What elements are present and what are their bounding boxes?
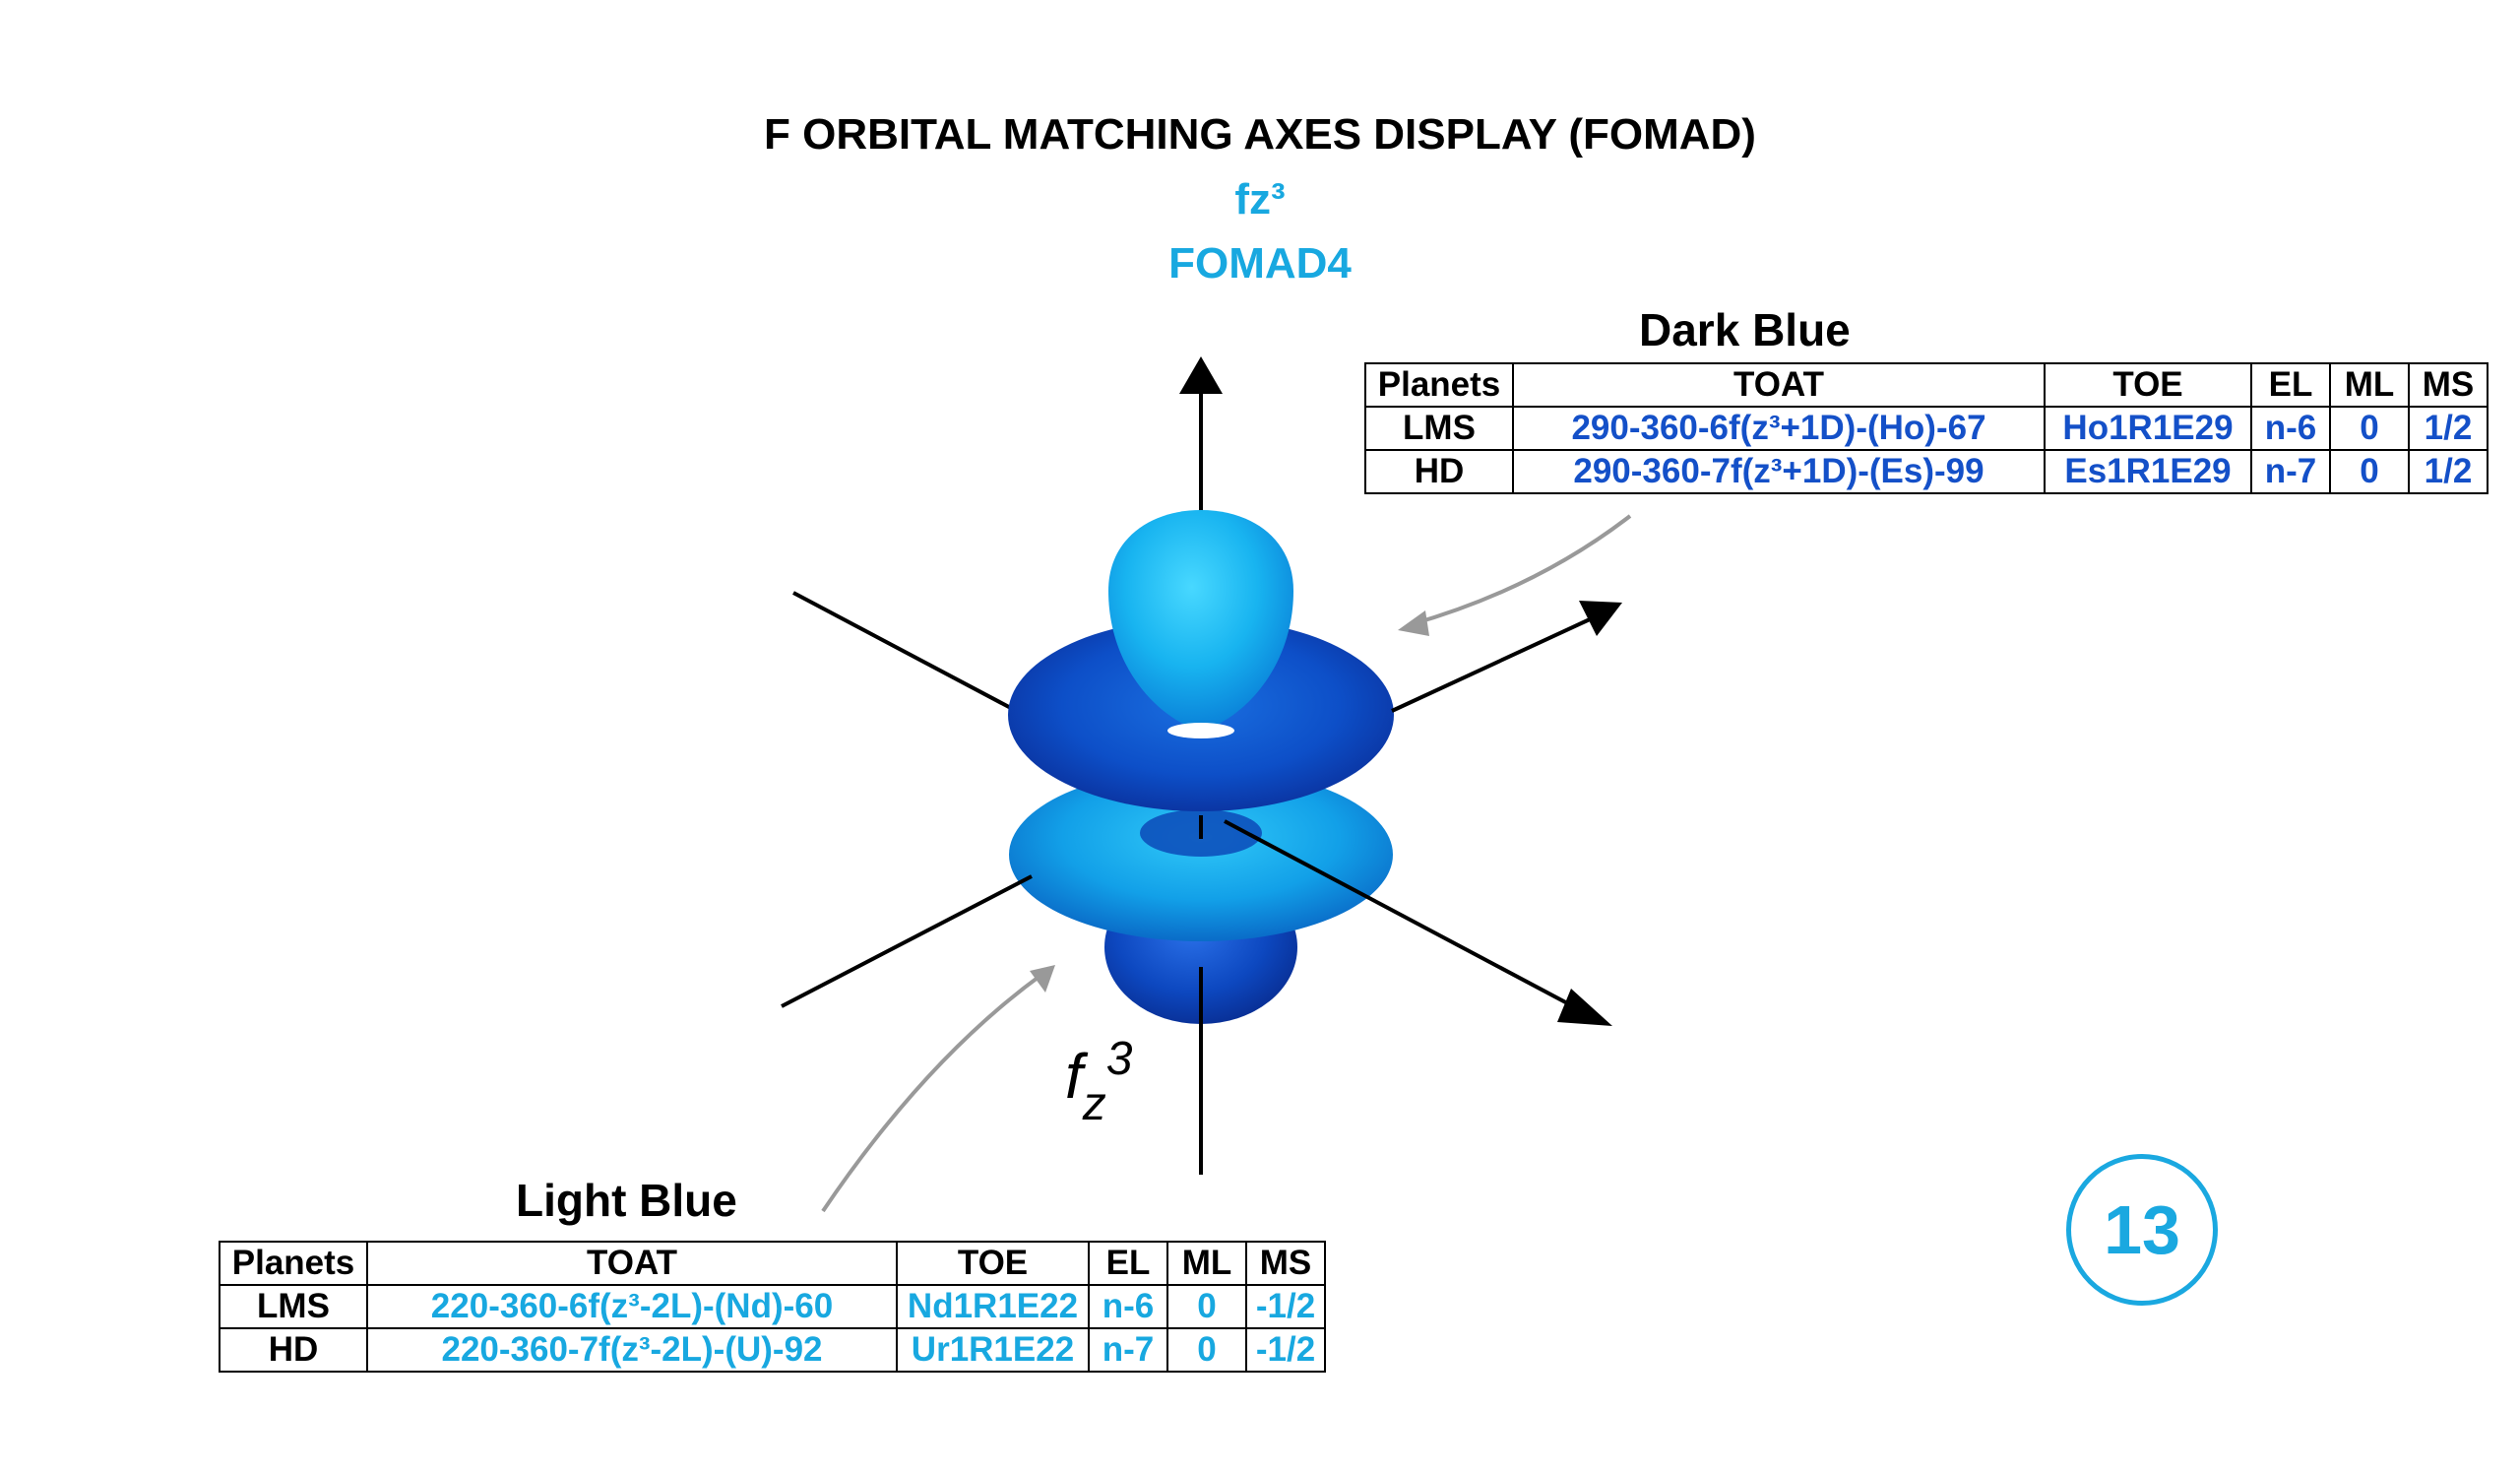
- cell-toe: Nd1R1E22: [896, 1284, 1090, 1329]
- axis-x-arrowhead: [1579, 601, 1622, 636]
- light-blue-table: Planets TOAT TOE EL ML MS LMS 220-360-6f…: [219, 1241, 1326, 1373]
- cell-toe: Ur1R1E22: [896, 1327, 1090, 1373]
- cell-ms: 1/2: [2408, 406, 2488, 451]
- fomad-code: FOMAD4: [1168, 239, 1352, 288]
- table-row: LMS 220-360-6f(z³-2L)-(Nd)-60 Nd1R1E22 n…: [219, 1284, 1326, 1329]
- cell-toe: Ho1R1E29: [2044, 406, 2252, 451]
- col-toe: TOE: [896, 1241, 1090, 1286]
- cell-ml: 0: [2329, 449, 2410, 494]
- orbital-label: fz3: [1065, 1033, 1133, 1130]
- dark-blue-pointer: [1411, 514, 1632, 626]
- cell-ms: -1/2: [1245, 1284, 1326, 1329]
- light-blue-pointer-head: [1030, 965, 1055, 993]
- axis-front-left: [781, 874, 1033, 1008]
- dark-blue-table: Planets TOAT TOE EL ML MS LMS 290-360-6f…: [1364, 362, 2488, 494]
- table-row: HD 220-360-7f(z³-2L)-(U)-92 Ur1R1E22 n-7…: [219, 1327, 1326, 1373]
- axis-z-arrowhead: [1179, 356, 1223, 394]
- table-row: HD 290-360-7f(z³+1D)-(Es)-99 Es1R1E29 n-…: [1364, 449, 2488, 494]
- cell-toat: 290-360-6f(z³+1D)-(Ho)-67: [1512, 406, 2046, 451]
- page-number-badge: 13: [2066, 1154, 2218, 1306]
- light-blue-label: Light Blue: [516, 1175, 737, 1226]
- cell-el: n-7: [1088, 1327, 1168, 1373]
- axis-x-right: [1391, 617, 1591, 713]
- dark-blue-label: Dark Blue: [1639, 304, 1851, 355]
- cell-planet: HD: [219, 1327, 368, 1373]
- upper-torus-hole: [1167, 723, 1234, 738]
- page-title: F ORBITAL MATCHING AXES DISPLAY (FOMAD): [764, 110, 1756, 159]
- cell-toat: 290-360-7f(z³+1D)-(Es)-99: [1512, 449, 2046, 494]
- col-toat: TOAT: [366, 1241, 898, 1286]
- cell-toat: 220-360-6f(z³-2L)-(Nd)-60: [366, 1284, 898, 1329]
- cell-ml: 0: [2329, 406, 2410, 451]
- col-el: EL: [1088, 1241, 1168, 1286]
- col-ms: MS: [2408, 362, 2488, 408]
- axis-y-arrowhead: [1557, 989, 1612, 1026]
- cell-toat: 220-360-7f(z³-2L)-(U)-92: [366, 1327, 898, 1373]
- col-planets: Planets: [219, 1241, 368, 1286]
- col-ml: ML: [1166, 1241, 1247, 1286]
- cell-ml: 0: [1166, 1327, 1247, 1373]
- cell-toe: Es1R1E29: [2044, 449, 2252, 494]
- col-toe: TOE: [2044, 362, 2252, 408]
- col-planets: Planets: [1364, 362, 1514, 408]
- table-row: LMS 290-360-6f(z³+1D)-(Ho)-67 Ho1R1E29 n…: [1364, 406, 2488, 451]
- col-ms: MS: [1245, 1241, 1326, 1286]
- cell-ml: 0: [1166, 1284, 1247, 1329]
- cell-ms: -1/2: [1245, 1327, 1326, 1373]
- axis-back-left: [792, 591, 1025, 717]
- light-blue-pointer: [821, 973, 1043, 1213]
- axis-y-front: [1224, 819, 1574, 1008]
- top-light-lobe: [1108, 510, 1293, 731]
- table-header-row: Planets TOAT TOE EL ML MS: [1364, 362, 2488, 408]
- col-el: EL: [2250, 362, 2331, 408]
- cell-ms: 1/2: [2408, 449, 2488, 494]
- cell-el: n-6: [1088, 1284, 1168, 1329]
- col-toat: TOAT: [1512, 362, 2046, 408]
- table-header-row: Planets TOAT TOE EL ML MS: [219, 1241, 1326, 1286]
- dark-blue-pointer-head: [1398, 610, 1429, 636]
- orbital-subtitle: fz³: [1234, 175, 1286, 224]
- cell-planet: LMS: [219, 1284, 368, 1329]
- col-ml: ML: [2329, 362, 2410, 408]
- cell-el: n-6: [2250, 406, 2331, 451]
- cell-planet: LMS: [1364, 406, 1514, 451]
- cell-el: n-7: [2250, 449, 2331, 494]
- cell-planet: HD: [1364, 449, 1514, 494]
